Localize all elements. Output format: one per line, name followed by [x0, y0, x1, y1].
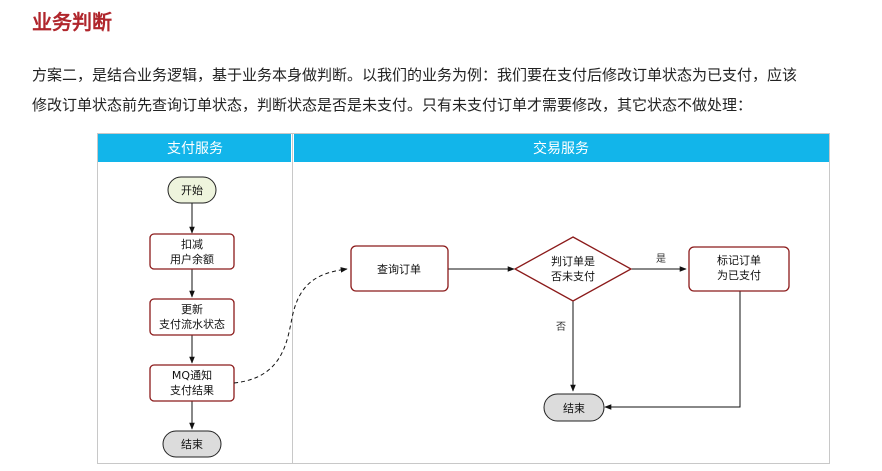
node-mark-paid [688, 246, 790, 292]
node-payment-end-label: 结束 [181, 438, 203, 451]
node-decision-label-2: 否未支付 [551, 270, 595, 283]
node-update-label-1: 更新 [181, 302, 203, 316]
node-deduct-balance [149, 233, 235, 270]
edge-label-no: 否 [556, 321, 566, 333]
lane-title-payment: 支付服务 [167, 141, 223, 157]
lane-title-trade: 交易服务 [533, 140, 589, 157]
edge-mark-to-end [604, 291, 741, 410]
edge-label-yes: 是 [656, 253, 666, 265]
paragraph-line-1: 方案二，是结合业务逻辑，基于业务本身做判断。以我们的业务为例：我们要在支付后修改… [32, 66, 798, 84]
node-trade-end [543, 393, 605, 422]
node-start-label: 开始 [181, 183, 203, 197]
node-decision-unpaid [513, 236, 633, 302]
lane-header-payment [98, 134, 291, 162]
paragraph-line-2: 修改订单状态前先查询订单状态，判断状态是否是未支付。只有未支付订单才需要修改，其… [32, 96, 753, 114]
node-deduct-label-1: 扣减 [181, 237, 203, 251]
edge-mq-to-query-dashed [233, 267, 348, 384]
node-mq-label-2: 支付结果 [170, 384, 214, 397]
node-mark-label-1: 标记订单 [717, 253, 761, 267]
node-update-label-2: 支付流水状态 [159, 317, 225, 331]
node-start [167, 176, 217, 204]
lane-header-trade [294, 134, 829, 162]
flowchart-diagram: 支付服务 交易服务 开始 扣减 用户余额 更新 支付流水状态 MQ通知 支付结果… [97, 133, 830, 464]
node-payment-end [162, 430, 222, 458]
node-mark-label-2: 为已支付 [717, 269, 761, 282]
node-query-order [350, 245, 449, 292]
node-decision-label-1: 判订单是 [551, 255, 595, 268]
section-title: 业务判断 [32, 10, 112, 34]
node-query-label: 查询订单 [377, 262, 421, 276]
node-trade-end-label: 结束 [563, 402, 585, 415]
node-mq-label-1: MQ通知 [172, 368, 212, 382]
node-update-flow-status [149, 298, 235, 336]
node-deduct-label-2: 用户余额 [170, 252, 214, 266]
